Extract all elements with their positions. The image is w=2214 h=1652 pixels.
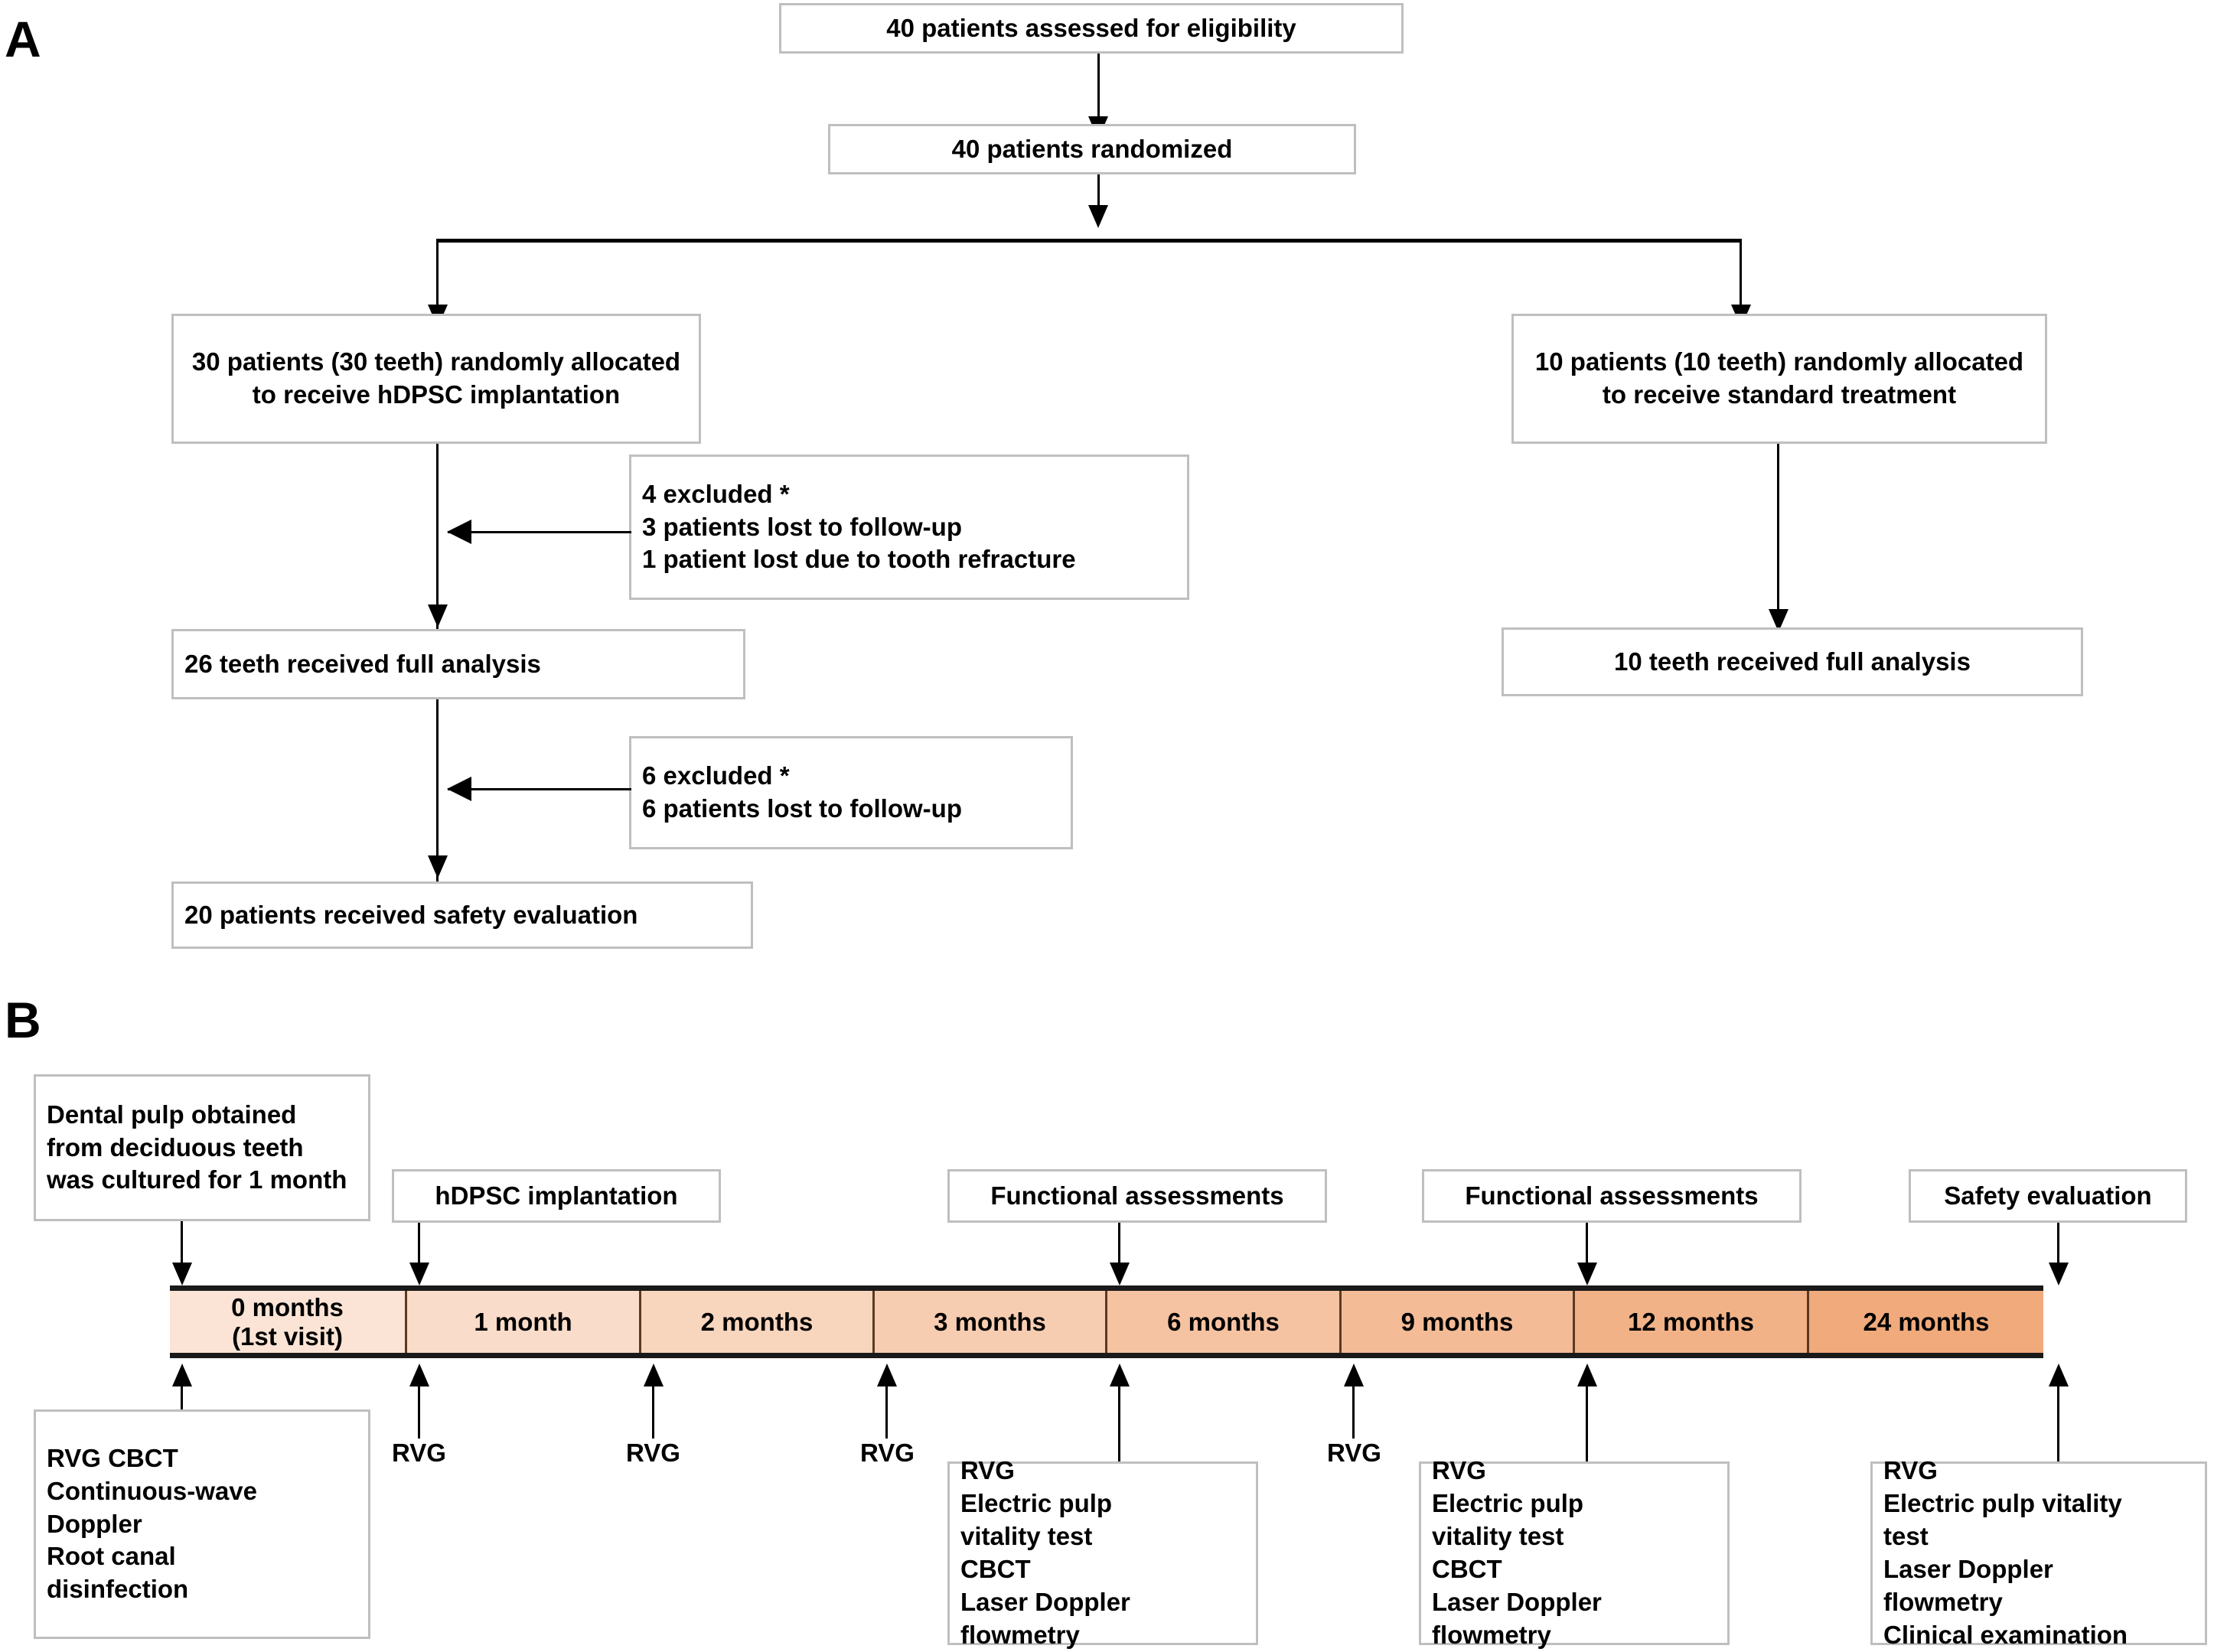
timeline-bottom-arrowhead-5	[1344, 1364, 1364, 1386]
timeline-bottom-connector-5	[1352, 1385, 1355, 1439]
timeline-top-connector-2	[1118, 1223, 1120, 1267]
timeline-bottom-connector-3	[885, 1385, 888, 1439]
box-excluded-1: 4 excluded * 3 patients lost to follow-u…	[629, 455, 1189, 600]
timeline-top-arrowhead-4	[2049, 1263, 2069, 1285]
arrowhead-analysis-to-safety	[428, 855, 448, 878]
timeline-bottom-arrowhead-3	[877, 1364, 897, 1386]
arrowhead-treatment-to-analysis	[428, 604, 448, 627]
timeline-bottom-arrowhead-1	[409, 1364, 429, 1386]
timeline-segment-5: 9 months	[1342, 1291, 1575, 1353]
timeline-bottom-box-1-text: RVG Electric pulp vitality test CBCT Las…	[960, 1456, 1130, 1649]
timeline-bottom-arrowhead-4	[1110, 1364, 1130, 1386]
timeline-segment-0: 0 months (1st visit)	[170, 1291, 407, 1353]
connector-treatment-to-analysis	[436, 444, 439, 635]
box-excluded-1-text: 4 excluded * 3 patients lost to follow-u…	[642, 479, 1076, 574]
timeline-top-box-0-text: Dental pulp obtained from deciduous teet…	[47, 1100, 347, 1194]
timeline-top-arrowhead-2	[1110, 1263, 1130, 1285]
timeline-top-box-2: Functional assessments	[947, 1169, 1327, 1223]
box-allocation-treatment-text: 30 patients (30 teeth) randomly allocate…	[191, 347, 681, 409]
timeline-bottom-box-2: RVG Electric pulp vitality test CBCT Las…	[1419, 1456, 1730, 1649]
connector-control-to-analysis	[1777, 444, 1779, 635]
box-eligibility: 40 patients assessed for eligibility	[779, 3, 1404, 54]
box-analysis-control-text: 10 teeth received full analysis	[1614, 647, 1971, 676]
timeline-bottom-box-3: RVG Electric pulp vitality test Laser Do…	[1870, 1456, 2207, 1649]
timeline-segment-1: 1 month	[407, 1291, 641, 1353]
timeline-bottom-connector-6	[1586, 1385, 1588, 1469]
box-allocation-control: 10 patients (10 teeth) randomly allocate…	[1511, 314, 2047, 444]
box-analysis-treatment: 26 teeth received full analysis	[171, 629, 745, 699]
timeline-bottom-box-0: RVG CBCT Continuous-wave Doppler Root ca…	[34, 1409, 370, 1639]
timeline-bottom-arrowhead-7	[2049, 1364, 2069, 1386]
timeline-top-box-3-text: Functional assessments	[1465, 1181, 1759, 1210]
connector-excluded-1-to-flow	[448, 531, 631, 533]
box-eligibility-text: 40 patients assessed for eligibility	[886, 13, 1296, 42]
box-safety-evaluation-text: 20 patients received safety evaluation	[184, 900, 638, 929]
timeline-bottom-arrowhead-2	[644, 1364, 664, 1386]
timeline-bottom-connector-1	[418, 1385, 420, 1439]
timeline-top-box-0: Dental pulp obtained from deciduous teet…	[34, 1074, 370, 1221]
panel-a-letter: A	[5, 11, 41, 67]
timeline-rvg-label-0: RVG	[392, 1439, 446, 1467]
box-randomized-text: 40 patients randomized	[951, 134, 1233, 163]
arrowhead-excluded-1	[447, 520, 471, 544]
connector-branch-left	[436, 239, 439, 315]
timeline-segment-7: 24 months	[1809, 1291, 2043, 1353]
box-allocation-control-text: 10 patients (10 teeth) randomly allocate…	[1534, 347, 2024, 409]
box-randomized: 40 patients randomized	[828, 124, 1356, 174]
arrowhead-randomized-stem	[1088, 205, 1108, 228]
timeline-top-connector-1	[418, 1223, 420, 1267]
timeline-bottom-connector-2	[652, 1385, 654, 1439]
box-excluded-2: 6 excluded * 6 patients lost to follow-u…	[629, 736, 1073, 849]
timeline-top-arrowhead-0	[172, 1263, 192, 1285]
timeline-top-box-2-text: Functional assessments	[990, 1181, 1284, 1210]
timeline-bottom-connector-7	[2057, 1385, 2059, 1469]
timeline-rvg-label-1: RVG	[626, 1439, 680, 1467]
arrowhead-excluded-2	[447, 777, 471, 801]
box-excluded-2-text: 6 excluded * 6 patients lost to follow-u…	[642, 761, 962, 823]
connector-analysis-to-safety	[436, 699, 439, 883]
timeline-top-box-3: Functional assessments	[1422, 1169, 1802, 1223]
timeline-top-connector-0	[181, 1221, 183, 1267]
timeline-segment-2: 2 months	[641, 1291, 875, 1353]
timeline-bottom-connector-4	[1118, 1385, 1120, 1469]
timeline-top-connector-3	[1586, 1223, 1588, 1267]
timeline-bottom-box-0-text: RVG CBCT Continuous-wave Doppler Root ca…	[47, 1443, 258, 1604]
timeline-top-box-4: Safety evaluation	[1909, 1169, 2187, 1223]
box-allocation-treatment: 30 patients (30 teeth) randomly allocate…	[171, 314, 701, 444]
timeline-segment-3: 3 months	[875, 1291, 1107, 1353]
timeline-bottom-box-1: RVG Electric pulp vitality test CBCT Las…	[947, 1456, 1258, 1649]
timeline-segment-4: 6 months	[1107, 1291, 1342, 1353]
timeline-top-box-1: hDPSC implantation	[392, 1169, 721, 1223]
box-safety-evaluation: 20 patients received safety evaluation	[171, 881, 753, 949]
connector-branch-right	[1740, 239, 1742, 315]
timeline-bottom-arrowhead-0	[172, 1364, 192, 1386]
timeline-bottom-arrowhead-6	[1577, 1364, 1597, 1386]
connector-excluded-2-to-flow	[448, 788, 631, 790]
box-analysis-treatment-text: 26 teeth received full analysis	[184, 649, 541, 678]
connector-eligibility-to-randomized	[1097, 54, 1100, 121]
timeline-bottom-box-3-text: RVG Electric pulp vitality test Laser Do…	[1883, 1456, 2128, 1649]
timeline-top-arrowhead-1	[409, 1263, 429, 1285]
connector-randomized-branch-bar	[436, 239, 1742, 243]
timeline-top-box-1-text: hDPSC implantation	[435, 1181, 678, 1210]
timeline-top-arrowhead-3	[1577, 1263, 1597, 1285]
timeline-rvg-label-3: RVG	[1327, 1439, 1381, 1467]
timeline-segment-6: 12 months	[1575, 1291, 1809, 1353]
timeline-top-box-4-text: Safety evaluation	[1944, 1181, 2152, 1210]
panel-b-letter: B	[5, 992, 41, 1048]
connector-randomized-stem	[1097, 174, 1100, 211]
timeline-bottom-box-2-text: RVG Electric pulp vitality test CBCT Las…	[1432, 1456, 1602, 1649]
timeline-rvg-label-2: RVG	[860, 1439, 915, 1467]
timeline-top-connector-4	[2057, 1223, 2059, 1267]
box-analysis-control: 10 teeth received full analysis	[1502, 627, 2083, 696]
